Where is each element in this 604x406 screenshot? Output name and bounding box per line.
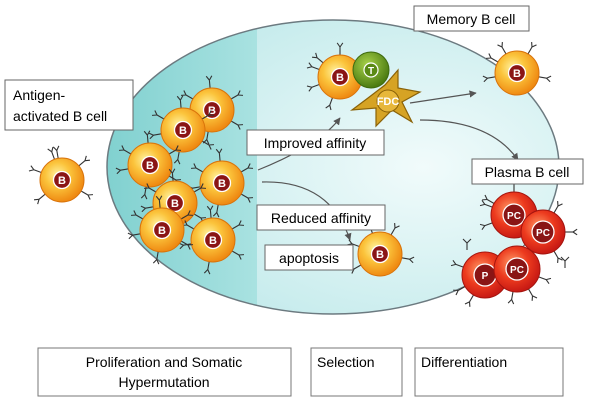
proliferating-b-cell-6-nucleus	[203, 230, 223, 250]
antigen-activated-b-cell: B	[28, 145, 94, 205]
stage-differentiation-text: Differentiation	[421, 354, 507, 370]
plasma-cell-1-letter: PC	[507, 211, 521, 222]
antigen-line-2: activated B cell	[13, 108, 107, 124]
plasma-b-cell-text: Plasma B cell	[485, 164, 570, 180]
proliferating-b-cell-7-nucleus	[152, 220, 172, 240]
label-antigen-activated: Antigen- activated B cell	[4, 79, 134, 131]
plasma-cell-4: PC	[493, 245, 552, 305]
proliferating-b-cell-5-nucleus	[165, 193, 185, 213]
proliferating-b-cell-1-nucleus	[202, 100, 222, 120]
plasma-cell-2-nucleus	[531, 220, 555, 244]
apoptotic-b-cell-letter: B	[376, 249, 384, 261]
proliferating-b-cell-4-letter: B	[218, 178, 226, 190]
free-antibodies	[462, 238, 570, 268]
stage-selection-text: Selection	[317, 354, 375, 370]
plasma-cell-4-letter: PC	[510, 265, 524, 276]
antigen-activated-b-cell-nucleus	[52, 170, 72, 190]
plasma-cell-2: PC	[520, 200, 578, 264]
fdc-cell: FDC	[349, 68, 422, 128]
reduced-affinity-text: Reduced affinity	[271, 210, 371, 226]
stage-proliferation-line-2: Hypermutation	[118, 374, 209, 390]
proliferating-b-cell-7: B	[127, 195, 194, 265]
plasma-cell-4-nucleus	[505, 257, 529, 281]
label-reduced-affinity: Reduced affinity	[256, 204, 386, 231]
selecting-b-cell: B	[306, 42, 363, 111]
plasma-cell-1-nucleus	[502, 203, 526, 227]
label-memory-b-cell: Memory B cell	[413, 5, 530, 32]
arrow-to-memory-cell	[409, 90, 477, 104]
antigen-line-1: Antigen-	[13, 87, 65, 103]
apoptosis-text: apoptosis	[279, 250, 339, 266]
proliferating-b-cell-3: B	[115, 130, 182, 200]
memory-b-cell-letter: B	[513, 68, 521, 80]
apoptotic-b-cell-nucleus	[370, 244, 390, 264]
stage-proliferation: Proliferation and Somatic Hypermutation	[37, 347, 292, 397]
proliferating-b-cell-1-letter: B	[208, 105, 216, 117]
selecting-b-cell-letter: B	[336, 72, 344, 84]
label-plasma-b-cell: Plasma B cell	[471, 158, 584, 185]
fdc-letter: FDC	[377, 96, 400, 108]
proliferating-b-cell-4: B	[187, 148, 254, 218]
selecting-b-cell-nucleus	[330, 67, 350, 87]
apoptotic-b-cell: B	[346, 220, 415, 277]
stage-proliferation-line-1: Proliferation and Somatic	[86, 354, 242, 370]
proliferating-b-cell-2-nucleus	[173, 120, 193, 140]
proliferating-b-cell-3-letter: B	[146, 160, 154, 172]
label-apoptosis: apoptosis	[264, 244, 354, 271]
memory-b-cell-text: Memory B cell	[427, 11, 516, 27]
proliferating-b-cell-2: B	[148, 95, 215, 165]
t-cell: T	[352, 51, 390, 89]
memory-b-cell-nucleus	[507, 63, 527, 83]
proliferating-b-cell-2-letter: B	[179, 125, 187, 137]
proliferating-b-cell-6-letter: B	[209, 235, 217, 247]
antigen-activated-b-cell-letter: B	[58, 175, 66, 187]
proliferating-b-cell-5-letter: B	[171, 198, 179, 210]
proliferating-b-cell-4-nucleus	[212, 173, 232, 193]
stage-differentiation: Differentiation	[414, 347, 564, 397]
memory-b-cell: B	[482, 41, 552, 96]
proliferating-b-cell-7-letter: B	[158, 225, 166, 237]
stage-selection: Selection	[310, 347, 403, 397]
proliferating-b-cell-6: B	[178, 205, 245, 275]
arrow-to-plasma-cell	[419, 119, 519, 161]
improved-affinity-text: Improved affinity	[264, 135, 366, 151]
plasma-cell-2-letter: PC	[536, 228, 550, 239]
proliferating-b-cell-3-nucleus	[140, 155, 160, 175]
plasma-cell-3-letter: P	[482, 271, 489, 282]
label-improved-affinity: Improved affinity	[246, 129, 385, 156]
t-cell-letter: T	[368, 66, 374, 77]
